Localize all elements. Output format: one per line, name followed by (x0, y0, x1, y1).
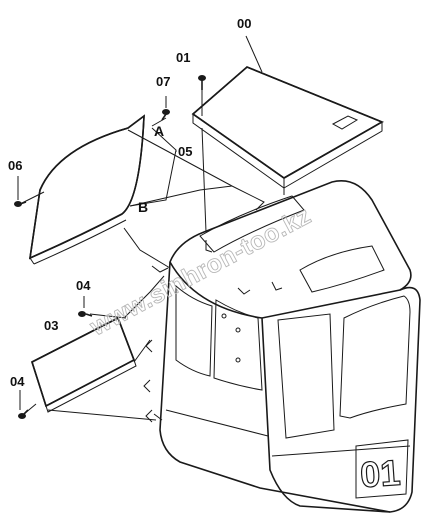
bolt-04-upper (78, 311, 93, 317)
callout-00: 00 (237, 16, 251, 31)
bolt-06 (14, 201, 27, 207)
callout-07: 07 (156, 74, 170, 89)
callout-06: 06 (8, 158, 22, 173)
operator-cab (143, 180, 421, 513)
callout-01: 01 (176, 50, 190, 65)
callout-04-lower: 04 (10, 374, 25, 389)
assembly-leader-lines (17, 35, 265, 421)
bolt-04-lower (18, 409, 29, 419)
side-guard-part-03 (31, 316, 137, 413)
rear-guard-part-05 (28, 114, 145, 265)
cab-number: 01 (359, 452, 402, 496)
callout-03: 03 (44, 318, 58, 333)
roof-guard-part-00 (191, 66, 384, 195)
bolt-07 (161, 109, 170, 121)
ref-letter-a: A (154, 123, 164, 139)
callout-04-upper: 04 (76, 278, 91, 293)
watermark: www.sinhron-too.kz (85, 201, 316, 341)
callout-05: 05 (178, 144, 192, 159)
ref-letter-b: B (138, 199, 148, 215)
bolt-01 (198, 75, 206, 90)
